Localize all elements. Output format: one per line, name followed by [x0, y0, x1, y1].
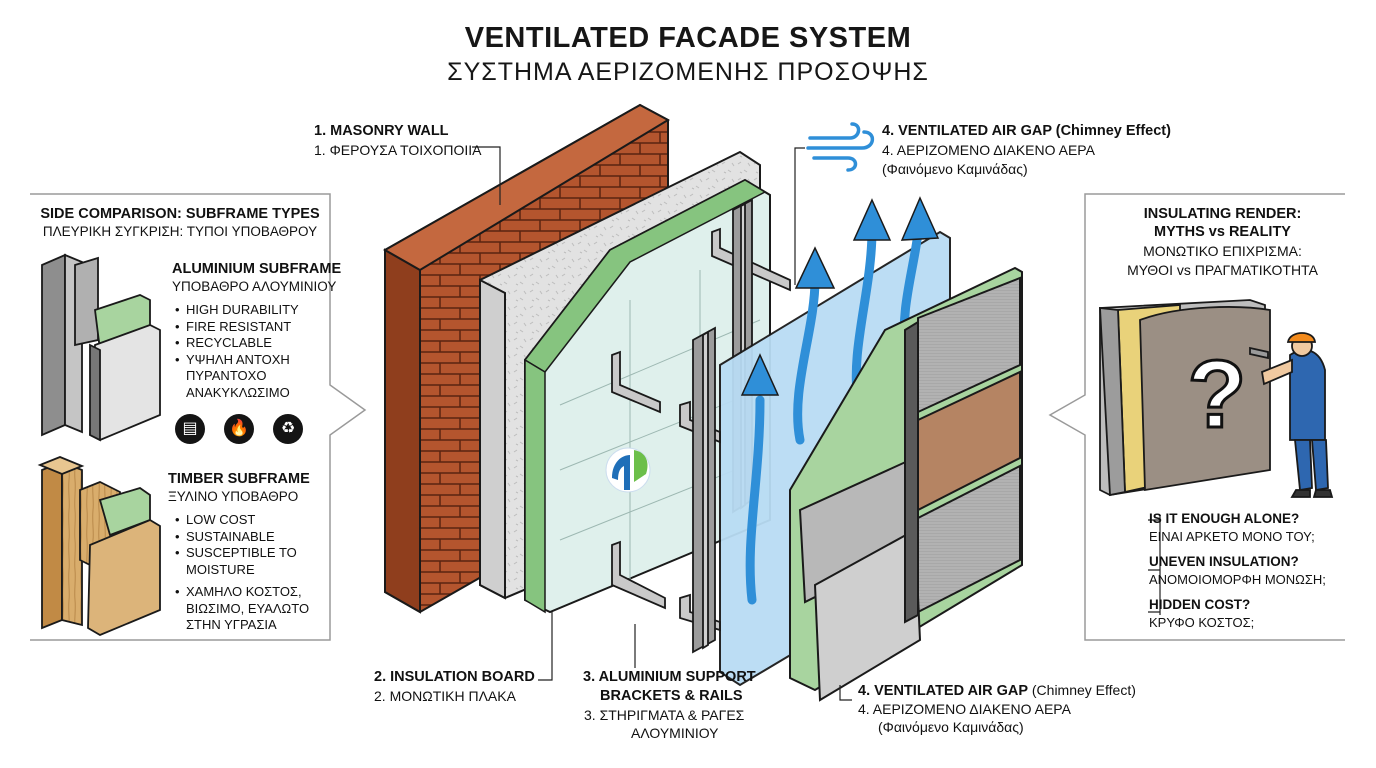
- airgap-top-label-gr2: (Φαινόμενο Καμινάδας): [882, 161, 1028, 177]
- airgap-bottom-label: 4. VENTILATED AIR GAP (Chimney Effect): [858, 681, 1136, 700]
- airgap-top-label-gr: 4. ΑΕΡΙΖΟΜΕΝΟ ΔΙΑΚΕΝΟ ΑΕΡΑ: [882, 142, 1095, 158]
- question-mark: ?: [1186, 340, 1248, 450]
- airgap-bottom-label-gr2: (Φαινόμενο Καμινάδας): [878, 719, 1024, 735]
- airgap-bottom-label-gr: 4. ΑΕΡΙΖΟΜΕΝΟ ΔΙΑΚΕΝΟ ΑΕΡΑ: [858, 701, 1071, 717]
- airgap-top-label: 4. VENTILATED AIR GAP (Chimney Effect): [882, 123, 1171, 139]
- question-3-gr: ΚΡΥΦΟ ΚΟΣΤΟΣ;: [1149, 615, 1255, 630]
- render-heading-gr2: ΜΥΘΟΙ vs ΠΡΑΓΜΑΤΙΚΟΤΗΤΑ: [1127, 262, 1318, 278]
- question-2: UNEVEN INSULATION?: [1149, 554, 1299, 569]
- list-item: RECYCLABLE: [175, 335, 299, 352]
- comparison-heading: SIDE COMPARISON: SUBFRAME TYPES: [40, 206, 320, 222]
- question-2-gr: ΑΝΟΜΟΙΟΜΟΡΦΗ ΜΟΝΩΣΗ;: [1149, 572, 1326, 587]
- question-3: HIDDEN COST?: [1149, 597, 1251, 612]
- list-item: HIGH DURABILITY: [175, 302, 299, 319]
- fire-icon: 🔥: [224, 414, 254, 444]
- timber-bullets: LOW COST SUSTAINABLE SUSCEPTIBLE TO MOIS…: [172, 512, 309, 634]
- layers-icon: ▤: [175, 414, 205, 444]
- page-subtitle: ΣΥΣΤΗΜΑ ΑΕΡΙΖΟΜΕΝΗΣ ΠΡΟΣΟΨΗΣ: [447, 58, 929, 86]
- aluminium-subframe-title-gr: ΥΠΟΒΑΘΡΟ ΑΛΟΥΜΙΝΙΟΥ: [172, 279, 337, 294]
- right-bracket-frame: [1048, 193, 1345, 641]
- render-heading-2: MYTHS vs REALITY: [1154, 224, 1291, 240]
- brackets-label-gr2: ΑΛΟΥΜΙΝΙΟΥ: [631, 725, 719, 741]
- render-heading-gr: ΜΟΝΩΤΙΚΟ ΕΠΙΧΡΙΣΜΑ:: [1143, 243, 1302, 259]
- page-title: VENTILATED FACADE SYSTEM: [464, 22, 912, 54]
- list-item: ΑΝΑΚΥΚΛΩΣΙΜΟ: [186, 384, 290, 400]
- leader-lines: [472, 146, 1161, 701]
- list-item: MOISTURE: [186, 561, 255, 577]
- list-item: ΣΤΗΝ ΥΓΡΑΣΙΑ: [186, 617, 277, 632]
- airgap-bottom-label-bold: 4. VENTILATED AIR GAP: [858, 683, 1028, 699]
- aluminium-bullets: HIGH DURABILITY FIRE RESISTANT RECYCLABL…: [172, 302, 299, 401]
- list-item: ΧΑΜΗΛΟ ΚΟΣΤΟΣ,: [175, 584, 309, 601]
- aluminium-subframe-illustration: [41, 253, 161, 442]
- airgap-bottom-label-rest: (Chimney Effect): [1028, 682, 1136, 698]
- timber-subframe-illustration: [37, 456, 161, 637]
- recycle-icon: ♻: [273, 414, 303, 444]
- insulation-label: 2. INSULATION BOARD: [374, 669, 535, 685]
- list-item: SUSCEPTIBLE TO: [175, 545, 309, 562]
- left-bracket-frame: [30, 193, 367, 641]
- insulation-label-gr: 2. ΜΟΝΩΤΙΚΗ ΠΛΑΚΑ: [374, 688, 516, 704]
- brand-logo: [605, 447, 651, 493]
- brackets-label: 3. ALUMINIUM SUPPORT: [583, 669, 756, 685]
- masonry-label: 1. MASONRY WALL: [314, 123, 449, 139]
- timber-subframe-title: TIMBER SUBFRAME: [168, 471, 310, 487]
- aluminium-subframe-title: ALUMINIUM SUBFRAME: [172, 261, 342, 277]
- question-1: IS IT ENOUGH ALONE?: [1149, 511, 1300, 526]
- wind-icon: [806, 122, 875, 172]
- question-1-gr: ΕΙΝΑΙ ΑΡΚΕΤΟ ΜΟΝΟ ΤΟΥ;: [1149, 529, 1315, 544]
- brackets-label-gr: 3. ΣΤΗΡΙΓΜΑΤΑ & ΡΑΓΕΣ: [584, 707, 745, 723]
- cladding-panels: [798, 276, 1021, 702]
- brackets-label-2: BRACKETS & RAILS: [600, 688, 743, 704]
- airflow-arrowheads: [740, 196, 940, 396]
- render-worker-scene: [1099, 299, 1334, 498]
- list-item: ΥΨΗΛΗ ΑΝΤΟΧΗ: [175, 352, 299, 369]
- timber-subframe-title-gr: ΞΥΛΙΝΟ ΥΠΟΒΑΘΡΟ: [168, 489, 299, 504]
- list-item: LOW COST: [175, 512, 309, 529]
- list-item: ΠΥΡΑΝΤΟΧΟ: [186, 368, 267, 383]
- masonry-label-gr: 1. ΦΕΡΟΥΣΑ ΤΟΙΧΟΠΟΙΙΑ: [314, 142, 482, 158]
- render-heading: INSULATING RENDER:: [1143, 206, 1302, 222]
- list-item: FIRE RESISTANT: [175, 319, 299, 336]
- list-item: ΒΙΩΣΙΜΟ, ΕΥΑΛΩΤΟ: [186, 600, 310, 616]
- list-item: SUSTAINABLE: [175, 529, 309, 546]
- comparison-heading-gr: ΠΛΕΥΡΙΚΗ ΣΥΓΚΡΙΣΗ: ΤΥΠΟΙ ΥΠΟΒΑΘΡΟΥ: [42, 224, 318, 239]
